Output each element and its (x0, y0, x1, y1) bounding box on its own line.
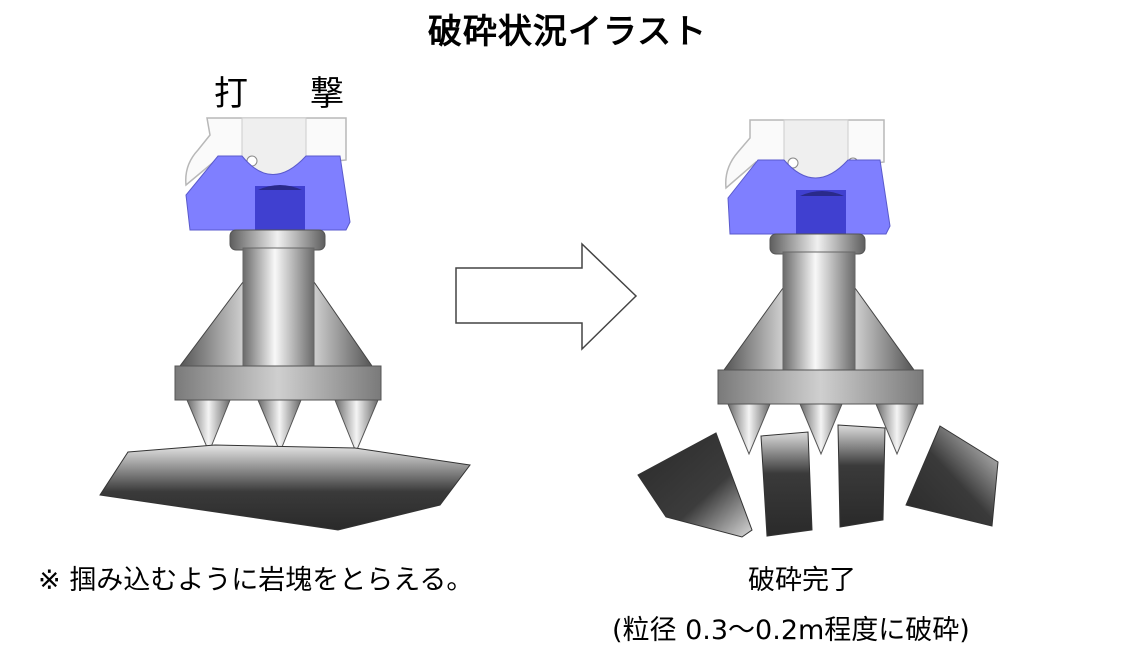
rod-left (242, 247, 315, 367)
breaker-before (99, 117, 471, 531)
rock-block (99, 444, 471, 531)
breaker-after (637, 119, 999, 538)
tooth-plate-left (174, 365, 382, 401)
particle-size-note: (粒径 0.3～0.2m程度に破砕) (612, 615, 970, 646)
right-arrow-icon (455, 242, 638, 351)
tooth-right-3 (875, 403, 919, 456)
wedge-left-b (313, 280, 373, 367)
tooth-left-3 (334, 399, 379, 454)
tooth-left-1 (186, 399, 231, 454)
collar-ring-left (229, 229, 326, 251)
complete-label: 破砕完了 (748, 565, 856, 596)
wedge-right-a (723, 286, 784, 371)
strike-label: 打 撃 (214, 74, 358, 114)
wedge-right-b (854, 286, 915, 371)
rock-fragment-1 (637, 432, 753, 538)
diagram-title: 破砕状況イラスト (427, 12, 708, 52)
collar-ring-right (769, 233, 866, 255)
rod-right (782, 251, 856, 371)
pin-right-a (787, 157, 799, 169)
tooth-plate-right (717, 369, 924, 405)
rock-fragment-4 (905, 425, 999, 527)
bracket-core-right (796, 190, 846, 234)
tooth-right-2 (799, 403, 843, 456)
bracket-core-left (255, 186, 305, 230)
wedge-left-a (179, 280, 244, 367)
grip-note: ※ 掴み込むように岩塊をとらえる。 (38, 565, 474, 596)
rock-fragment-3 (837, 424, 886, 528)
tooth-right-1 (727, 403, 771, 456)
tooth-left-2 (257, 399, 302, 454)
rock-fragment-2 (760, 431, 813, 537)
